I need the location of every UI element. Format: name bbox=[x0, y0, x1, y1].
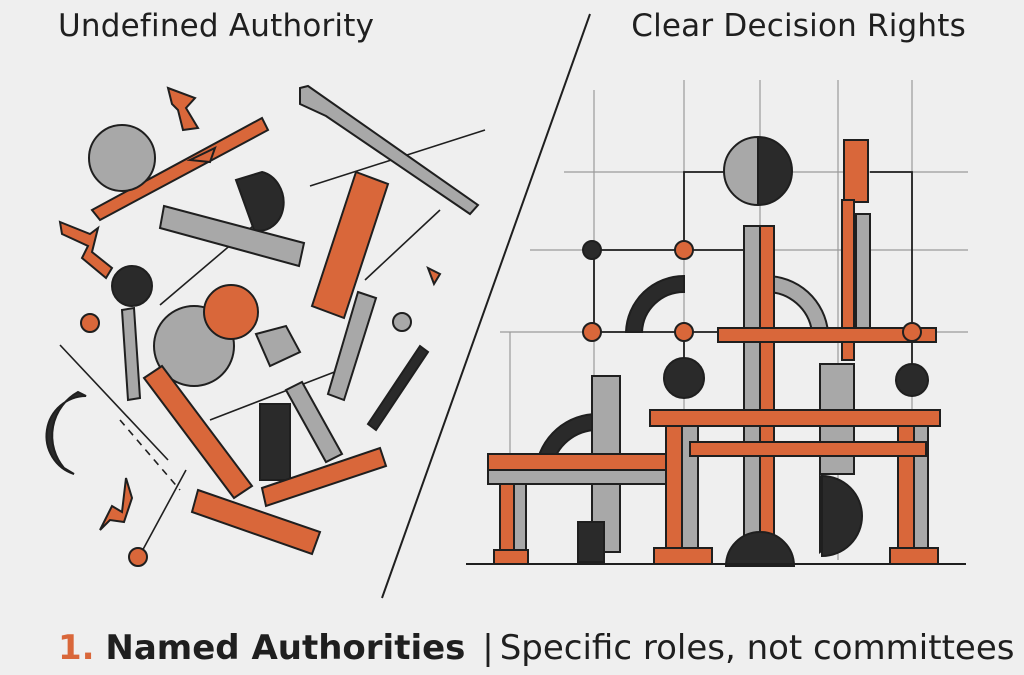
dark-block bbox=[577, 521, 605, 563]
orange-leg bbox=[499, 483, 515, 551]
node-orange bbox=[674, 322, 694, 342]
caption-number: 1. bbox=[58, 628, 95, 668]
gray-post bbox=[855, 213, 871, 335]
orange-foot bbox=[889, 547, 939, 565]
chaotic-composition bbox=[45, 84, 486, 567]
dark-arc bbox=[624, 274, 685, 333]
orange-crossbar bbox=[689, 441, 927, 457]
caption-description: Specific roles, not committees bbox=[499, 628, 1015, 668]
orange-block bbox=[310, 170, 390, 320]
gray-dot bbox=[392, 312, 412, 332]
gray-arc bbox=[765, 274, 830, 333]
dark-half-circle bbox=[234, 170, 285, 232]
gray-lower-platform bbox=[487, 469, 667, 485]
panel-divider bbox=[381, 13, 591, 599]
orange-bar-bottom bbox=[190, 488, 322, 556]
lightning-shard bbox=[166, 86, 200, 132]
lightning-shard bbox=[99, 477, 134, 531]
stray-line bbox=[59, 344, 169, 461]
gray-slanted-bar bbox=[326, 290, 378, 402]
small-shard bbox=[426, 265, 442, 287]
orange-dot bbox=[80, 313, 100, 333]
gray-thin-bar bbox=[120, 306, 142, 402]
dark-half-disc bbox=[821, 474, 864, 558]
right-panel-heading: Clear Decision Rights bbox=[631, 8, 966, 44]
stray-line bbox=[139, 469, 187, 556]
node-orange bbox=[582, 322, 602, 342]
node-dark bbox=[582, 240, 602, 260]
orange-circle bbox=[203, 284, 259, 340]
orange-beam-upper bbox=[717, 327, 937, 343]
gray-bar-lower bbox=[284, 380, 344, 464]
gray-diagonal-bar bbox=[299, 84, 480, 216]
orange-dot-bottom bbox=[128, 547, 148, 567]
dark-circle bbox=[663, 357, 705, 399]
orange-foot bbox=[653, 547, 713, 565]
gray-bar bbox=[158, 204, 306, 268]
dark-circle bbox=[111, 265, 153, 307]
orange-lower-platform bbox=[487, 453, 667, 471]
orange-platform bbox=[649, 409, 941, 427]
dark-dome bbox=[724, 531, 796, 567]
dark-stick bbox=[366, 344, 430, 432]
lightning-shard bbox=[58, 220, 114, 280]
circle-gray-half bbox=[723, 135, 759, 207]
gray-leg bbox=[513, 483, 527, 551]
left-panel-heading: Undefined Authority bbox=[58, 8, 375, 44]
dark-circle bbox=[895, 363, 929, 397]
shape bbox=[870, 171, 913, 332]
bar-notch bbox=[186, 146, 217, 164]
structured-composition bbox=[466, 80, 968, 567]
caption-separator: | bbox=[482, 628, 494, 668]
orange-foot bbox=[493, 549, 529, 565]
stray-dashed-line bbox=[119, 419, 181, 491]
stray-line bbox=[209, 365, 351, 421]
dark-rectangle bbox=[259, 403, 291, 481]
orange-column bbox=[759, 225, 775, 557]
caption: 1. Named Authorities |Specific roles, no… bbox=[58, 628, 1014, 668]
orange-post bbox=[841, 199, 855, 361]
comparison-illustration: .o { fill: #d9673a; stroke: #1f1f1f; str… bbox=[45, 13, 968, 599]
gray-circle bbox=[88, 124, 156, 192]
orange-tall-block bbox=[843, 139, 869, 203]
orange-diagonal-bar bbox=[142, 364, 254, 500]
orange-leg bbox=[665, 425, 683, 551]
caption-title: Named Authorities bbox=[105, 628, 466, 668]
dark-arc bbox=[45, 390, 87, 475]
orange-bar-lower bbox=[260, 446, 388, 508]
orange-bar bbox=[90, 116, 270, 222]
circle-dark-half bbox=[757, 135, 793, 207]
node-orange bbox=[674, 240, 694, 260]
node-orange bbox=[902, 322, 922, 342]
gray-tile bbox=[254, 324, 302, 368]
stray-line bbox=[364, 209, 441, 281]
